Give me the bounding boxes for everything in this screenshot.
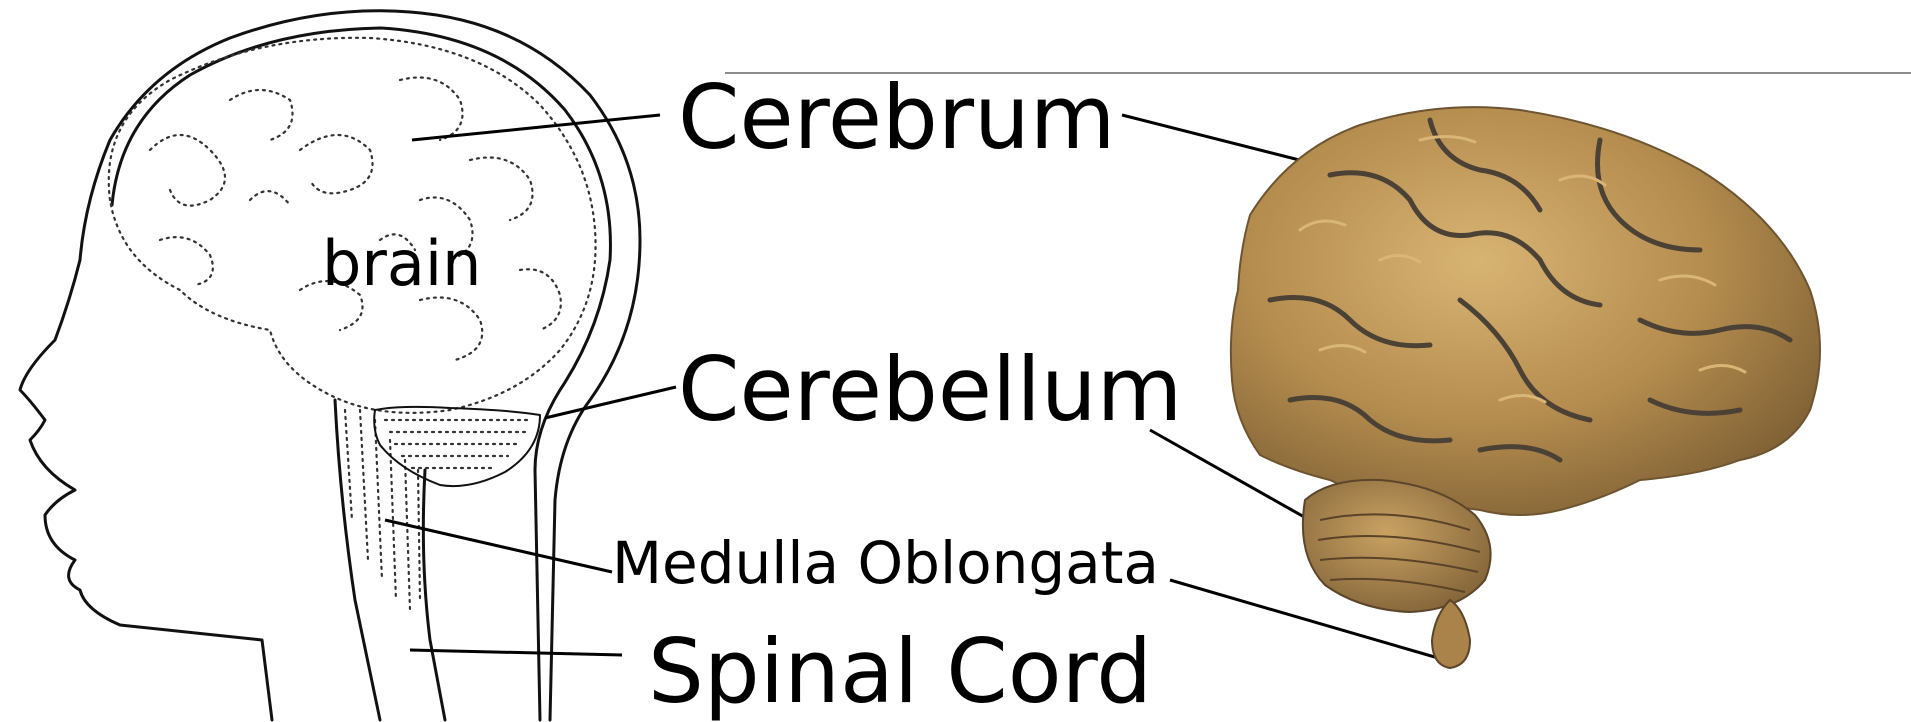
cerebrum-drawing — [109, 38, 596, 413]
cerebrum-label: Cerebrum — [678, 66, 1116, 169]
head-outline-drawing — [20, 11, 640, 720]
photo-brainstem — [1432, 600, 1470, 668]
cerebrum-leader-left — [412, 115, 660, 140]
cerebellum-label: Cerebellum — [678, 338, 1182, 441]
skull-inner-line — [112, 28, 610, 720]
medulla-oblongata-label: Medulla Oblongata — [612, 529, 1159, 597]
spinal-cord-label: Spinal Cord — [648, 620, 1152, 722]
cerebrum-outline — [109, 38, 596, 413]
brain-label: brain — [322, 227, 481, 300]
head-profile — [20, 11, 640, 720]
photo-cerebrum — [1231, 107, 1820, 515]
brain-photo — [1231, 107, 1820, 668]
cerebellum-outline — [374, 407, 540, 486]
brainstem-stipple — [345, 410, 420, 610]
spinal-cord-leader — [410, 650, 622, 655]
cerebellum-stipple — [385, 420, 530, 468]
spinal-column-front — [335, 400, 380, 720]
spinal-column-back — [423, 470, 445, 720]
cerebellum-drawing — [374, 407, 540, 486]
cerebellum-leader-left — [545, 387, 676, 418]
cerebrum-gyri — [150, 78, 561, 361]
